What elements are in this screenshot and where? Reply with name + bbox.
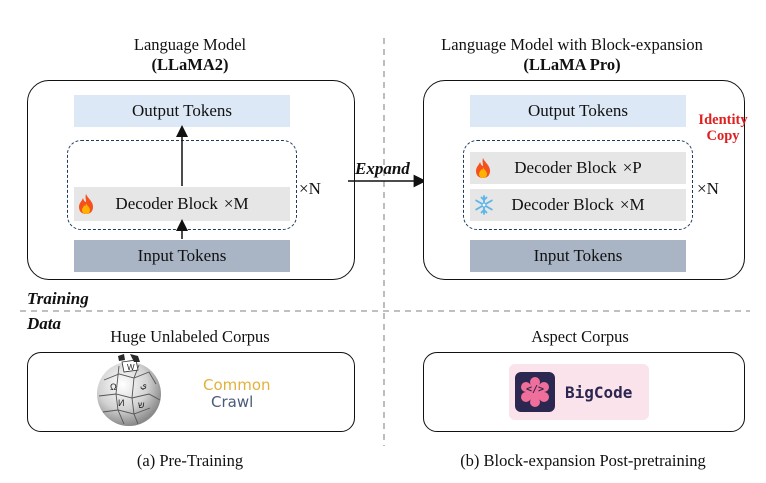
identity-line2: Copy bbox=[706, 128, 740, 144]
right-title: Language Model with Block-expansion (LLa… bbox=[402, 35, 742, 75]
bigcode-tile: </> bbox=[515, 372, 555, 412]
expand-label: Expand bbox=[355, 159, 410, 178]
crawl-text: Crawl bbox=[211, 393, 254, 411]
right-title-line1: Language Model with Block-expansion bbox=[441, 35, 703, 54]
right-decoder-group bbox=[463, 140, 693, 230]
fire-icon bbox=[79, 194, 93, 214]
right-decoder-p-label: Decoder Block bbox=[514, 158, 617, 177]
right-repeat-mult: ×N bbox=[697, 179, 719, 198]
fire-icon bbox=[476, 158, 490, 178]
left-repeat-mult: ×N bbox=[299, 179, 321, 198]
left-output-tokens: Output Tokens bbox=[74, 95, 290, 127]
left-title-line2: (LLaMA2) bbox=[151, 55, 229, 74]
left-caption: (a) Pre-Training bbox=[136, 451, 244, 470]
left-input-tokens: Input Tokens bbox=[74, 240, 290, 272]
identity-copy-label: Identity Copy bbox=[688, 112, 758, 144]
right-decoder-block-p: Decoder Block ×P bbox=[470, 152, 686, 184]
svg-text:Ω: Ω bbox=[110, 382, 117, 392]
left-title-line1: Language Model bbox=[133, 35, 247, 54]
bigcode-flower-icon bbox=[521, 377, 549, 407]
bigcode-logo: </> BigCode bbox=[509, 364, 649, 420]
common-crawl-logo: Common Crawl bbox=[203, 377, 271, 411]
right-title-line2: (LLaMA Pro) bbox=[523, 55, 621, 74]
left-decoder-label: Decoder Block bbox=[115, 194, 218, 213]
common-text: Common bbox=[203, 376, 271, 394]
right-decoder-p-mult: ×P bbox=[622, 158, 642, 177]
svg-text:W: W bbox=[127, 363, 135, 372]
right-input-tokens: Input Tokens bbox=[470, 240, 686, 272]
right-output-tokens: Output Tokens bbox=[470, 95, 686, 127]
bigcode-symbol: </> bbox=[525, 384, 545, 395]
left-corpus-title: Huge Unlabeled Corpus bbox=[110, 327, 270, 346]
right-corpus-title: Aspect Corpus bbox=[531, 327, 629, 346]
bigcode-text: BigCode bbox=[565, 382, 633, 402]
svg-text:И: И bbox=[118, 398, 124, 408]
right-caption: (b) Block-expansion Post-pretraining bbox=[460, 451, 706, 470]
left-title: Language Model (LLaMA2) bbox=[80, 35, 300, 75]
svg-text:ש: ש bbox=[138, 400, 145, 410]
left-corpus-panel bbox=[27, 352, 355, 432]
snowflake-icon bbox=[475, 195, 493, 215]
right-decoder-m-label: Decoder Block bbox=[511, 195, 614, 214]
right-decoder-block-m: Decoder Block ×M bbox=[470, 189, 686, 221]
right-decoder-m-mult: ×M bbox=[619, 195, 645, 214]
identity-line1: Identity bbox=[698, 112, 748, 128]
wikipedia-globe-icon: W Ω ي И ש bbox=[97, 354, 161, 426]
training-label: Training bbox=[27, 289, 89, 308]
left-decoder-block: Decoder Block ×M bbox=[74, 187, 290, 221]
left-decoder-mult: ×M bbox=[223, 194, 249, 213]
svg-text:ي: ي bbox=[140, 380, 147, 390]
data-label: Data bbox=[27, 314, 61, 333]
